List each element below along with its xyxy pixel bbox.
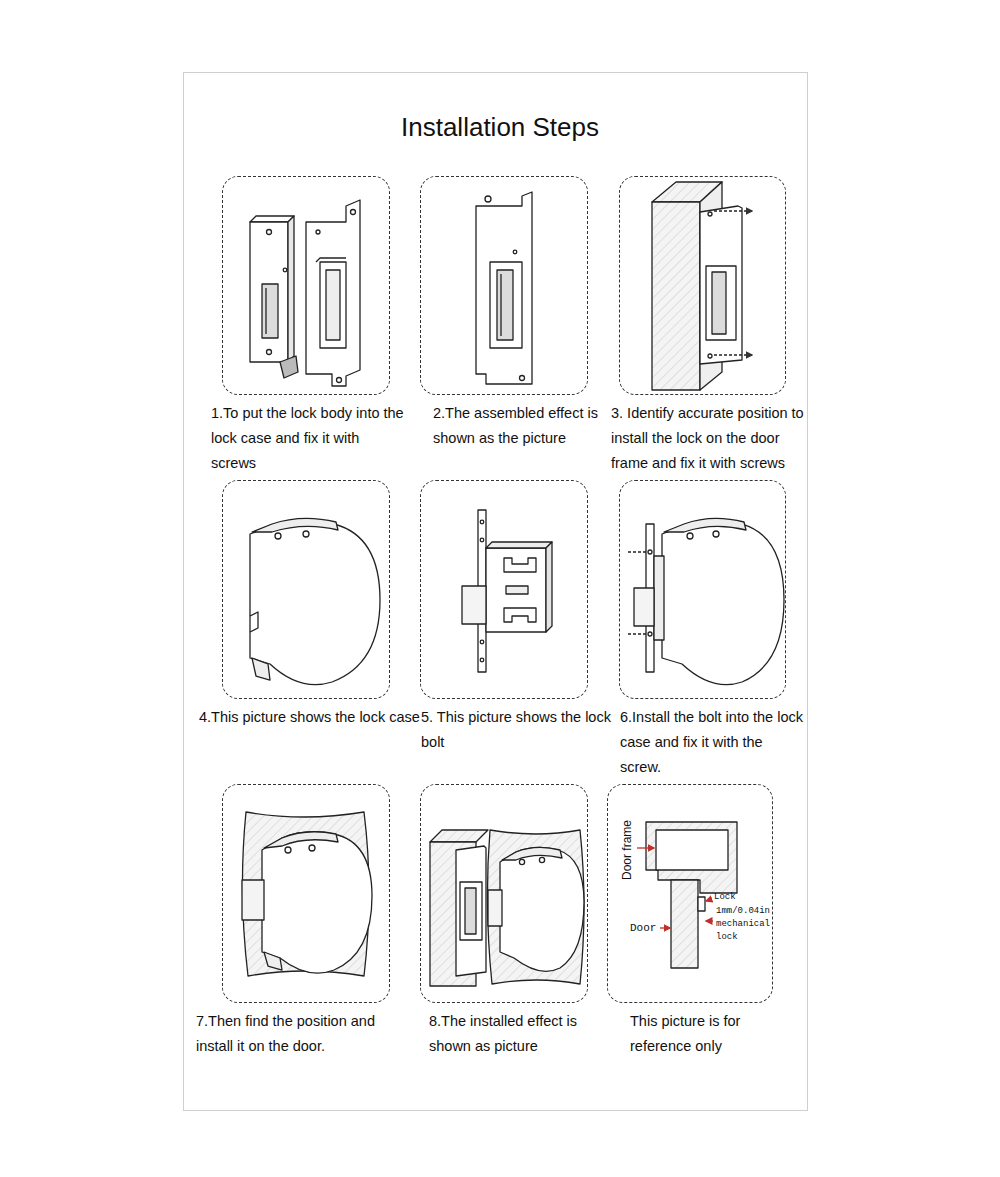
- step-caption: 4.This picture shows the lock case: [199, 705, 421, 730]
- step-caption: 1.To put the lock body into the lock cas…: [211, 401, 407, 476]
- installed-frame: [430, 830, 488, 986]
- step-panel: 5. This picture shows the lock bolt: [420, 480, 588, 699]
- lock-case: [306, 200, 360, 386]
- assembled-lock: [476, 192, 532, 384]
- step-panel: 1.To put the lock body into the lock cas…: [222, 176, 390, 395]
- step-panel: 3. Identify accurate position to install…: [619, 176, 786, 395]
- step-panel: This picture is for reference only: [607, 784, 773, 1003]
- page-border: [184, 73, 808, 1111]
- step-panel: 7.Then find the position and install it …: [222, 784, 390, 1003]
- step-caption: 8.The installed effect is shown as pictu…: [429, 1009, 609, 1059]
- step-caption: This picture is for reference only: [630, 1009, 780, 1059]
- step-panel: 8.The installed effect is shown as pictu…: [420, 784, 588, 1003]
- step-panel: 4.This picture shows the lock case: [222, 480, 390, 699]
- step-caption: 2.The assembled effect is shown as the p…: [433, 401, 613, 451]
- bolt-in-case: [628, 518, 784, 684]
- step-caption: 6.Install the bolt into the lock case an…: [620, 705, 806, 780]
- reference-label: Door: [630, 921, 660, 935]
- door-with-case: [242, 812, 372, 976]
- step-panel: 6.Install the bolt into the lock case an…: [619, 480, 786, 699]
- strike-on-frame: [700, 206, 752, 364]
- step-caption: 3. Identify accurate position to install…: [611, 401, 807, 476]
- lock-bolt: [462, 510, 552, 672]
- page-title: Installation Steps: [401, 112, 599, 143]
- step-panel: 2.The assembled effect is shown as the p…: [420, 176, 588, 395]
- step-caption: 7.Then find the position and install it …: [196, 1009, 414, 1059]
- reference-label: Door frame: [619, 810, 635, 890]
- step-caption: 5. This picture shows the lock bolt: [421, 705, 613, 755]
- reference-label: 1mm/0.04in mechanical lock: [716, 905, 771, 944]
- lock-case-d: [250, 518, 380, 684]
- reference-label: Lock: [714, 892, 744, 903]
- installed-door: [487, 830, 584, 984]
- lock-body: [250, 216, 298, 378]
